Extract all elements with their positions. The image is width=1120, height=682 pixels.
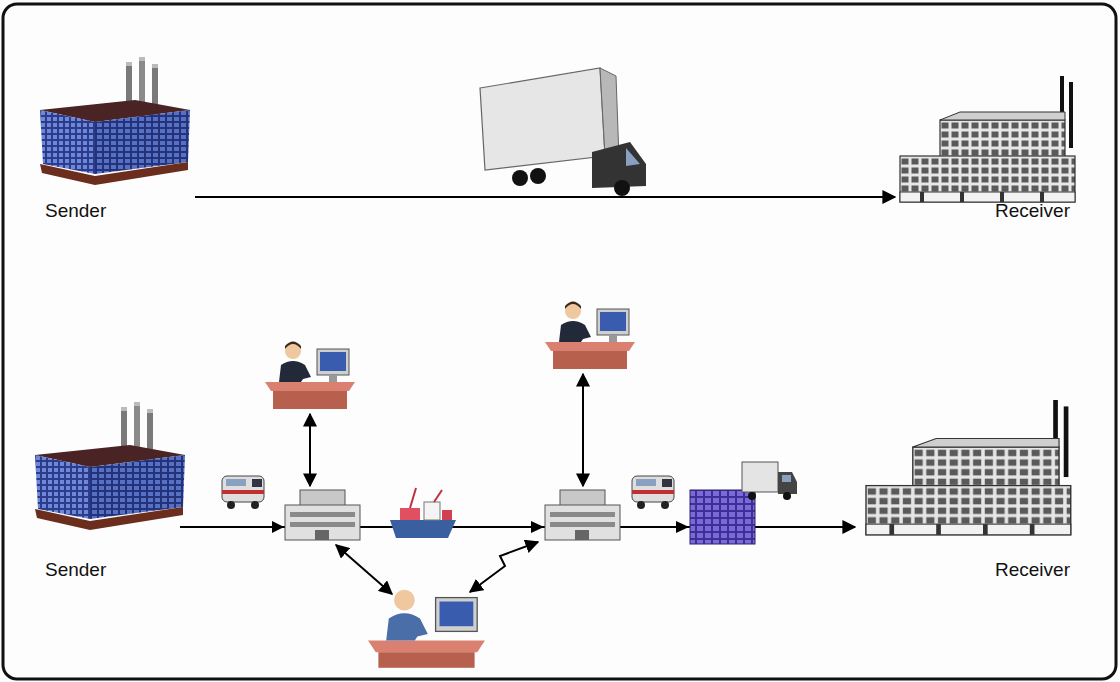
node-label: Sender [45,200,106,222]
factory-node: Receiver [895,60,1085,230]
warehouse-icon [545,490,620,540]
info-arrow [336,545,392,594]
truck-icon [480,68,646,196]
receiver-factory [900,76,1075,202]
node-label: Receiver [995,559,1070,581]
train-icon [222,476,264,509]
node-label: Receiver [995,200,1070,222]
train-icon [632,476,674,509]
info-arrow [309,414,311,486]
operator-icon [368,590,485,668]
sender-factory [40,57,190,185]
info-arrow [582,374,584,486]
warehouse-icon [285,490,360,540]
factory-node: Receiver [855,390,1080,590]
operator-icon [545,302,635,370]
building-icon [690,490,755,544]
truck-icon [742,462,797,500]
chain-arrowheads [272,521,689,533]
ship-icon [390,488,456,538]
operator-icon [265,342,355,410]
factory-node: Sender [35,60,195,230]
node-label: Sender [45,559,106,581]
sender-factory [35,402,185,530]
receiver-factory [866,400,1071,535]
flow-arrow [195,196,895,198]
factory-node: Sender [30,395,180,590]
frame-border [3,4,1116,679]
info-arrow [470,542,538,592]
